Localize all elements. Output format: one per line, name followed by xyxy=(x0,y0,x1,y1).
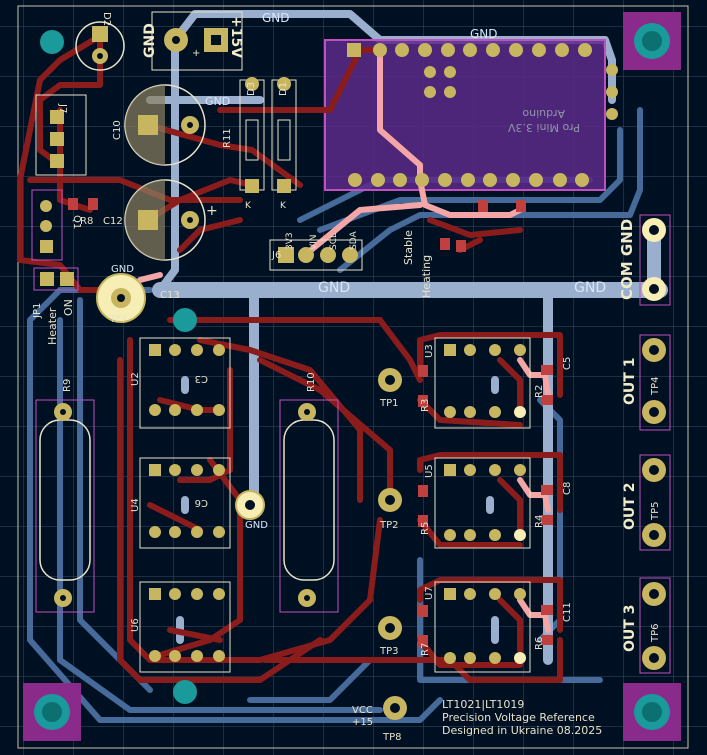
ref-r2: R2 xyxy=(534,385,545,398)
ref-u7: U7 xyxy=(424,586,435,600)
diode-d3[interactable] xyxy=(239,77,265,193)
label-out2: OUT 2 xyxy=(622,483,638,530)
label-sda: SDA xyxy=(349,231,359,250)
output-connectors[interactable] xyxy=(639,334,671,674)
net-label-gnd-top: GND xyxy=(262,11,290,25)
label-heater: Heater xyxy=(46,307,59,345)
net-label-gnd-arduino: GND xyxy=(470,27,498,41)
ref-tp8: TP8 xyxy=(382,732,402,743)
ref-c6: C6 xyxy=(195,497,208,508)
ref-jp1: JP1 xyxy=(32,303,43,319)
arduino-module-body[interactable] xyxy=(325,40,605,190)
title-line-1: LT1021|LT1019 xyxy=(442,698,524,711)
label-vin: VIN xyxy=(309,234,319,250)
ref-tp3: TP3 xyxy=(379,646,399,657)
label-heating: Heating xyxy=(420,255,433,298)
ref-tp7: TP7 xyxy=(109,315,127,325)
title-line-2: Precision Voltage Reference xyxy=(442,711,595,724)
ref-r6: R6 xyxy=(534,637,545,650)
ref-plus-cap2: + xyxy=(206,203,218,219)
label-k-d3: K xyxy=(245,201,252,211)
label-scl: SCL xyxy=(329,233,339,250)
ref-j7: J7 xyxy=(57,103,68,113)
ref-d2: D2 xyxy=(101,12,112,26)
ref-u4: U4 xyxy=(130,498,141,512)
ref-j6: J6 xyxy=(271,250,281,261)
label-plus15v: +15V xyxy=(228,16,244,58)
diode-d1[interactable] xyxy=(271,77,297,193)
ref-r5: R5 xyxy=(420,522,431,535)
dip-sockets-left[interactable] xyxy=(139,337,231,673)
ref-r11: R11 xyxy=(222,128,233,148)
gnd-testpoint-center[interactable] xyxy=(235,490,265,520)
ref-u2: U2 xyxy=(130,372,141,386)
power-connector[interactable] xyxy=(151,11,243,71)
ref-d1: D1 xyxy=(278,82,289,96)
label-k-d1: K xyxy=(280,201,287,211)
ref-c8: C8 xyxy=(562,482,573,495)
ref-u3: U3 xyxy=(424,344,435,358)
dip-sockets-right[interactable] xyxy=(434,337,531,673)
led-d2[interactable] xyxy=(75,21,125,71)
net-label-gnd-mid: GND xyxy=(205,95,230,108)
ref-r4: R4 xyxy=(534,515,545,528)
com-gnd-connector[interactable] xyxy=(639,214,671,306)
ref-r9: R9 xyxy=(62,379,73,392)
board-outline xyxy=(17,5,689,749)
ref-tp2: TP2 xyxy=(379,520,399,531)
resistor-r9[interactable] xyxy=(35,399,95,613)
ref-r8: R8 xyxy=(80,216,93,227)
front-copper-layer xyxy=(17,33,563,683)
ref-c11: C11 xyxy=(562,602,573,622)
ref-c5: C5 xyxy=(562,357,573,370)
label-com-gnd: COM GND xyxy=(618,219,636,300)
ref-tp1: TP1 xyxy=(379,398,399,409)
ref-c12: C12 xyxy=(103,216,123,227)
ref-r10: R10 xyxy=(306,372,317,392)
ref-tp4: TP4 xyxy=(650,376,661,396)
label-plus15: +15 xyxy=(352,717,373,728)
arduino-header-pads[interactable] xyxy=(347,43,618,187)
capacitor-c12[interactable] xyxy=(124,84,206,166)
label-out3: OUT 3 xyxy=(622,605,638,652)
ref-tp6: TP6 xyxy=(650,623,661,643)
ref-plus-cap: + xyxy=(192,48,200,59)
ref-c10: C10 xyxy=(112,120,123,140)
ref-r7: R7 xyxy=(420,643,431,656)
transistor-q1[interactable] xyxy=(31,189,63,261)
capacitor-c13[interactable] xyxy=(124,179,206,261)
label-vcc: VCC xyxy=(352,705,373,716)
arduino-module-outline xyxy=(324,39,606,191)
net-label-gnd-bus: GND xyxy=(318,280,350,296)
smd-parts[interactable] xyxy=(68,198,553,647)
label-out1: OUT 1 xyxy=(622,358,638,405)
ref-u6: U6 xyxy=(130,618,141,632)
ref-u5: U5 xyxy=(424,464,435,478)
resistor-r10[interactable] xyxy=(279,399,339,613)
label-3v3: 3V3 xyxy=(285,232,295,250)
mounting-holes xyxy=(23,12,681,741)
label-stable: Stable xyxy=(402,230,415,265)
net-label-gnd-bus-right: GND xyxy=(574,280,606,296)
header-j6[interactable] xyxy=(269,239,363,271)
label-gnd-connector: GND xyxy=(142,23,158,58)
net-label-gnd-center: GND xyxy=(245,520,268,531)
title-line-3: Designed in Ukraine 08.2025 xyxy=(442,724,602,737)
ref-c13: C13 xyxy=(160,290,180,301)
label-on: ON xyxy=(62,299,75,316)
jumper-jp1[interactable] xyxy=(33,267,79,291)
ref-d3: D3 xyxy=(246,82,257,96)
label-arduino: Arduino xyxy=(522,107,565,120)
ref-q1: Q1 xyxy=(71,215,82,229)
gnd-testpoint-tp7[interactable] xyxy=(96,273,146,323)
label-promini: Pro Mini 3.3V xyxy=(507,121,580,134)
ref-tp5: TP5 xyxy=(650,501,661,521)
header-j7[interactable] xyxy=(35,94,87,176)
ref-r3: R3 xyxy=(420,399,431,412)
ref-c3: C3 xyxy=(195,373,208,384)
net-label-gnd-tp7: GND xyxy=(111,264,134,275)
testpoints[interactable] xyxy=(378,368,407,720)
